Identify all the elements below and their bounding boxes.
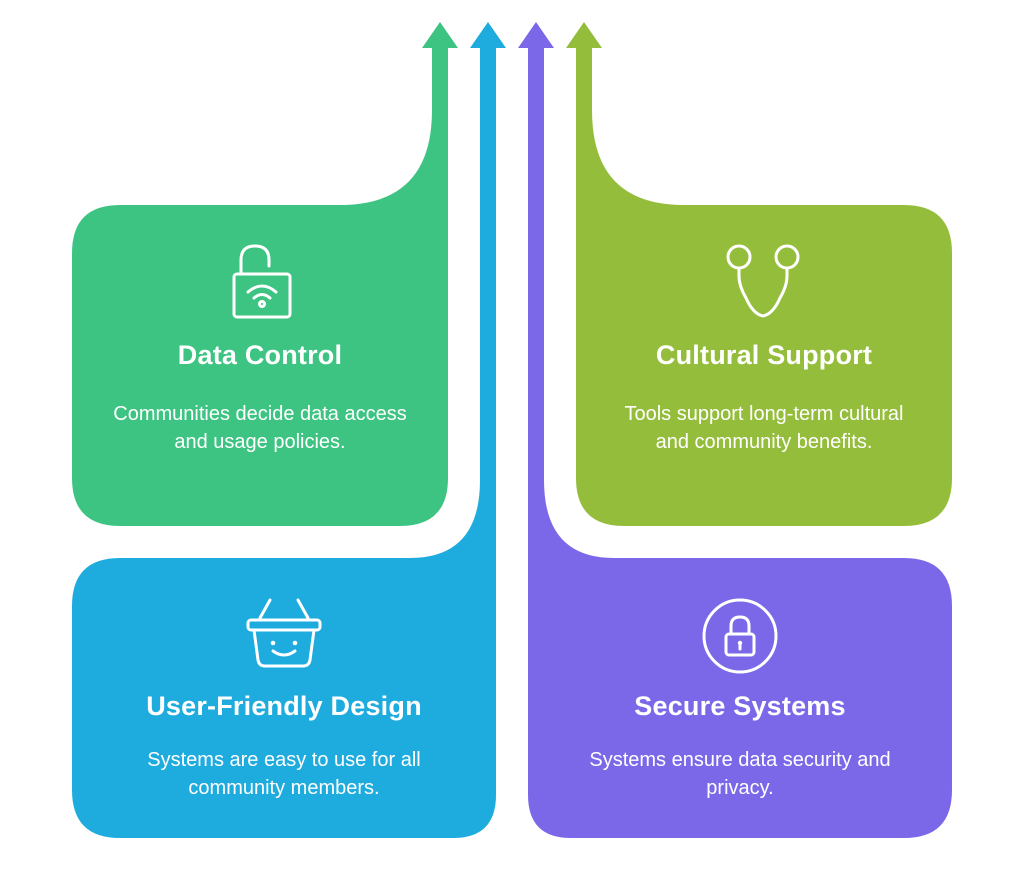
cultural-support-shape (566, 22, 952, 526)
data-control-title: Data Control (177, 340, 343, 370)
circle-padlock-icon (702, 598, 778, 674)
secure-systems-title: Secure Systems (634, 691, 846, 721)
cultural-support-description: Tools support long-term cultural and com… (624, 403, 904, 453)
user-friendly-design-title: User-Friendly Design (146, 691, 422, 721)
unlocked-wifi-lock-icon (232, 244, 292, 319)
smiling-basket-icon (246, 598, 322, 668)
user-friendly-design-shape (72, 22, 506, 838)
connection-loop-icon (726, 244, 800, 318)
secure-systems-description: Systems ensure data security and privacy… (589, 749, 891, 799)
secure-systems-shape (518, 22, 952, 838)
data-control-description: Communities decide data access and usage… (113, 403, 407, 453)
cultural-support-title: Cultural Support (655, 340, 873, 370)
user-friendly-design-description: Systems are easy to use for all communit… (147, 749, 421, 799)
